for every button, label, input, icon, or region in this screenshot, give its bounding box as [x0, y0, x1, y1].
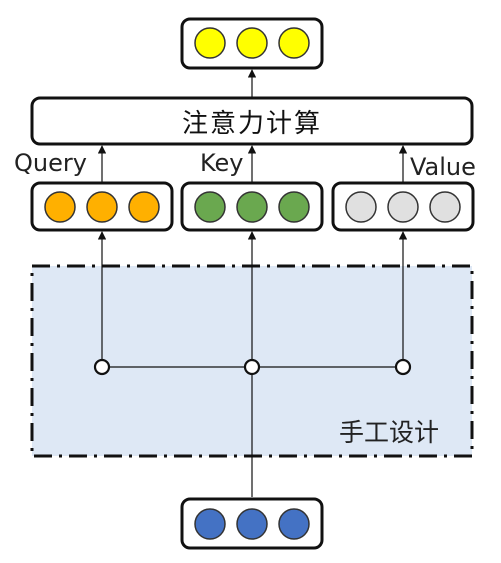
- key-label: Key: [200, 149, 244, 177]
- output-cell: [278, 27, 310, 59]
- query-cell: [86, 191, 118, 223]
- source-cell: [194, 508, 226, 540]
- key-cell: [194, 191, 226, 223]
- key-cells: [194, 191, 310, 223]
- output-cell: [194, 27, 226, 59]
- query-cells: [44, 191, 160, 223]
- query-label: Query: [14, 149, 87, 177]
- value-label: Value: [410, 153, 476, 181]
- value-cell: [345, 191, 377, 223]
- value-cells: [345, 191, 461, 223]
- attention-box: [30, 96, 474, 146]
- source-cells: [194, 508, 310, 540]
- output-cell: [236, 27, 268, 59]
- junction-node-query: [93, 358, 111, 376]
- attention-label: 注意力计算: [181, 108, 322, 139]
- query-cell: [128, 191, 160, 223]
- junction-node-value: [394, 358, 412, 376]
- value-cell: [429, 191, 461, 223]
- region-label: 手工设计: [339, 418, 440, 447]
- value-cell: [387, 191, 419, 223]
- output-cells: [194, 27, 310, 59]
- query-cell: [44, 191, 76, 223]
- source-cell: [278, 508, 310, 540]
- key-cell: [278, 191, 310, 223]
- source-cell: [236, 508, 268, 540]
- key-cell: [236, 191, 268, 223]
- junction-node-key: [243, 358, 261, 376]
